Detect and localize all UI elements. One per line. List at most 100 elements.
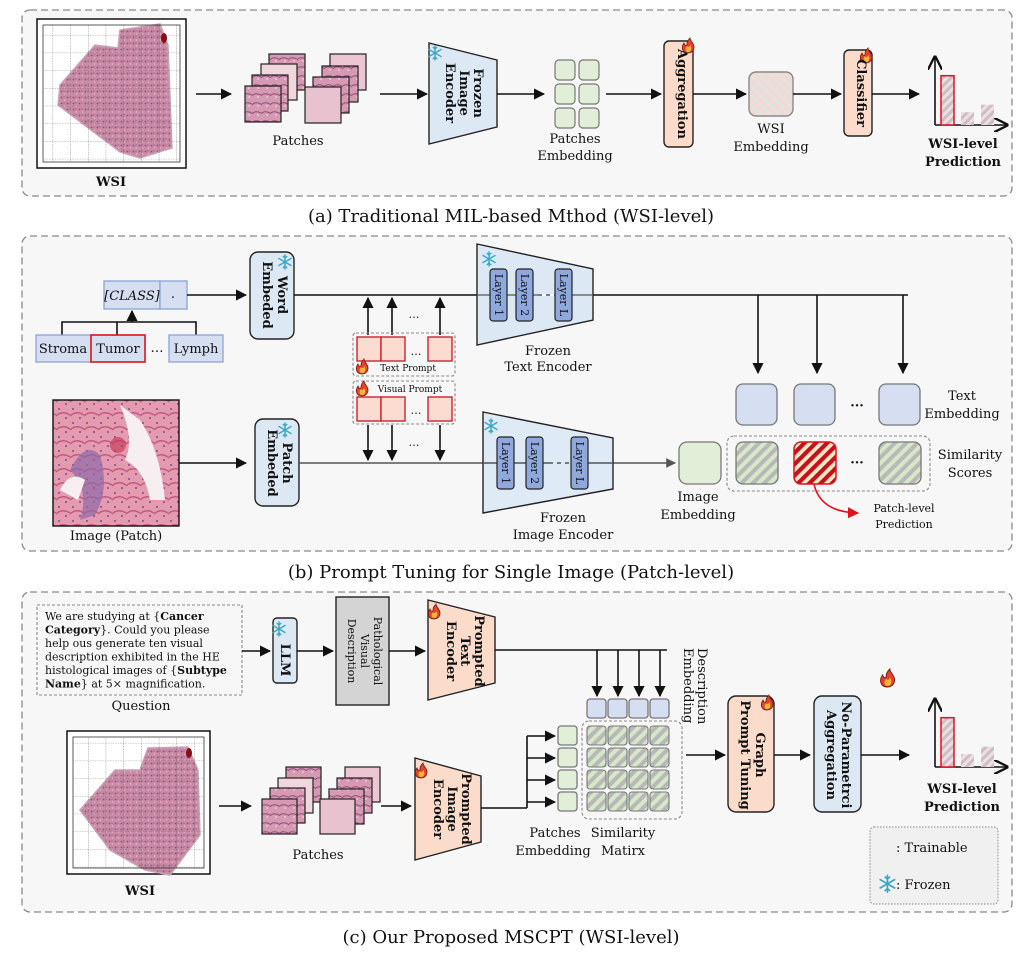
prediction-bar bbox=[981, 746, 994, 767]
similarity-score-cell bbox=[878, 441, 922, 485]
patch-embedding-cell bbox=[578, 59, 600, 81]
aggregation-label-2: Aggregation bbox=[823, 709, 838, 801]
patches-embedding-label-1: Patches bbox=[549, 132, 600, 147]
prediction-label-2: Prediction bbox=[924, 800, 1000, 815]
question-segment: Cancer bbox=[160, 610, 204, 623]
prompted-image-encoder: Prompted Image Encoder bbox=[414, 757, 482, 861]
description-label-2: Visual bbox=[358, 633, 371, 669]
prompted-image-encoder-label-2: Image bbox=[444, 786, 459, 832]
layer-label: Layer 1 bbox=[499, 442, 512, 484]
description-embedding-label-2: Embedding bbox=[680, 648, 695, 723]
similarity-cell bbox=[586, 791, 607, 812]
similarity-matrix-label-1: Similarity bbox=[591, 826, 656, 841]
layer-label: Layer 2 bbox=[518, 274, 531, 316]
text-prompt-label: Text Prompt bbox=[380, 364, 436, 374]
patch-embedding-cell bbox=[578, 83, 600, 105]
similarity-score-cell-highlight bbox=[793, 441, 837, 485]
class-option-tumor bbox=[90, 334, 146, 363]
visual-prompt-cell bbox=[356, 396, 382, 422]
patch-prediction-label-1: Patch-level bbox=[873, 502, 935, 515]
patches-embedding-label-1: Patches bbox=[529, 826, 580, 841]
question-line: description exhibited in the HE bbox=[45, 651, 220, 664]
wsi-image bbox=[36, 18, 187, 169]
prompted-image-encoder-label-3: Encoder bbox=[430, 779, 445, 839]
similarity-cell bbox=[607, 791, 628, 812]
patch-embedding-cell bbox=[557, 725, 578, 746]
llm-label: LLM bbox=[277, 644, 292, 677]
layer-block bbox=[570, 436, 589, 490]
question-segment: }. Could you please bbox=[100, 624, 209, 637]
similarity-score-cell bbox=[735, 441, 779, 485]
description-arrows bbox=[591, 650, 666, 698]
dots: ··· bbox=[850, 456, 864, 471]
description-label-3: Description bbox=[345, 619, 358, 684]
prediction-arrow bbox=[813, 483, 860, 519]
similarity-scores-group bbox=[726, 435, 931, 492]
graph-prompt-label-2: Prompt Tuning bbox=[737, 700, 752, 810]
similarity-cell bbox=[628, 725, 649, 746]
panel-b: [CLASS] . Stroma Tumor … Lymph Word Embe… bbox=[21, 235, 1013, 552]
image-embedding-box bbox=[678, 441, 722, 485]
similarity-cell bbox=[607, 747, 628, 768]
patches-stack bbox=[261, 766, 381, 835]
encoder-label-2: Image bbox=[456, 70, 471, 116]
patch-embedding-cell bbox=[554, 107, 576, 129]
patch-embed-block: Patch Embeded bbox=[254, 418, 300, 507]
no-parametric-aggregation-block: No-Parametrci Aggregation bbox=[813, 695, 862, 813]
layer-block bbox=[525, 436, 544, 490]
legend-trainable-label: : Trainable bbox=[896, 841, 968, 856]
class-option-stroma-label: Stroma bbox=[39, 342, 87, 357]
similarity-cell bbox=[586, 725, 607, 746]
prompted-text-encoder-label-2: Text bbox=[457, 636, 472, 666]
prompted-image-encoder-label-1: Prompted bbox=[458, 773, 473, 845]
question-label: Question bbox=[112, 699, 172, 714]
llm-block: LLM bbox=[272, 617, 298, 684]
image-encoder-label-2: Image Encoder bbox=[513, 528, 614, 543]
prediction-bar bbox=[981, 104, 994, 125]
wsi-embedding-label-1: WSI bbox=[757, 122, 784, 137]
similarity-cell bbox=[649, 769, 670, 790]
prediction-label-1: WSI-level bbox=[926, 782, 996, 797]
visual-prompt: Visual Prompt bbox=[352, 380, 456, 425]
prediction-bar bbox=[961, 112, 974, 125]
question-segment: } at 5× magnification. bbox=[81, 678, 206, 691]
question-line: Name} at 5× magnification. bbox=[45, 678, 205, 691]
similarity-matrix bbox=[581, 720, 683, 820]
patch-embedding-cell bbox=[554, 59, 576, 81]
question-segment: Name bbox=[45, 678, 81, 691]
similarity-cell bbox=[607, 725, 628, 746]
layer-block bbox=[515, 268, 534, 322]
prompted-text-encoder: Prompted Text Encoder bbox=[427, 599, 496, 701]
wsi-prediction-chart bbox=[935, 57, 1007, 125]
description-embedding-cell bbox=[628, 698, 649, 719]
patches-embedding bbox=[557, 725, 578, 812]
wsi-embedding-label-2: Embedding bbox=[733, 140, 808, 155]
similarity-cell bbox=[628, 747, 649, 768]
similarity-cell bbox=[649, 747, 670, 768]
question-line: help ous generate ten visual bbox=[45, 637, 203, 650]
similarity-matrix-label-2: Matirx bbox=[601, 844, 646, 859]
similarity-cell bbox=[586, 747, 607, 768]
class-option-tumor-label: Tumor bbox=[96, 342, 140, 357]
description-block: Pathological Visual Description bbox=[335, 596, 390, 706]
prediction-bar-highlight bbox=[940, 74, 955, 126]
text-embedding-box bbox=[793, 383, 836, 426]
patch-prediction-label-2: Prediction bbox=[875, 518, 933, 531]
patch-embedding-cell bbox=[557, 747, 578, 768]
text-prompt: … Text Prompt bbox=[352, 332, 456, 377]
patch-embedding-cell bbox=[557, 769, 578, 790]
frozen-image-encoder: Frozen Image Encoder bbox=[428, 42, 498, 145]
panel-a: WSI Patches Frozen Image Encoder Patches bbox=[21, 9, 1013, 197]
ellipsis: … bbox=[409, 308, 420, 321]
prediction-label-1: WSI-level bbox=[927, 137, 997, 152]
wsi-prediction-chart bbox=[935, 699, 1007, 767]
text-embedding-box bbox=[735, 383, 778, 426]
similarity-matrix-frame bbox=[581, 720, 683, 820]
layer-label: Layer L bbox=[573, 442, 586, 485]
patch-embedding-cell bbox=[554, 83, 576, 105]
encoder-label-3: Encoder bbox=[442, 63, 457, 123]
layer-label: Layer 1 bbox=[492, 274, 505, 316]
